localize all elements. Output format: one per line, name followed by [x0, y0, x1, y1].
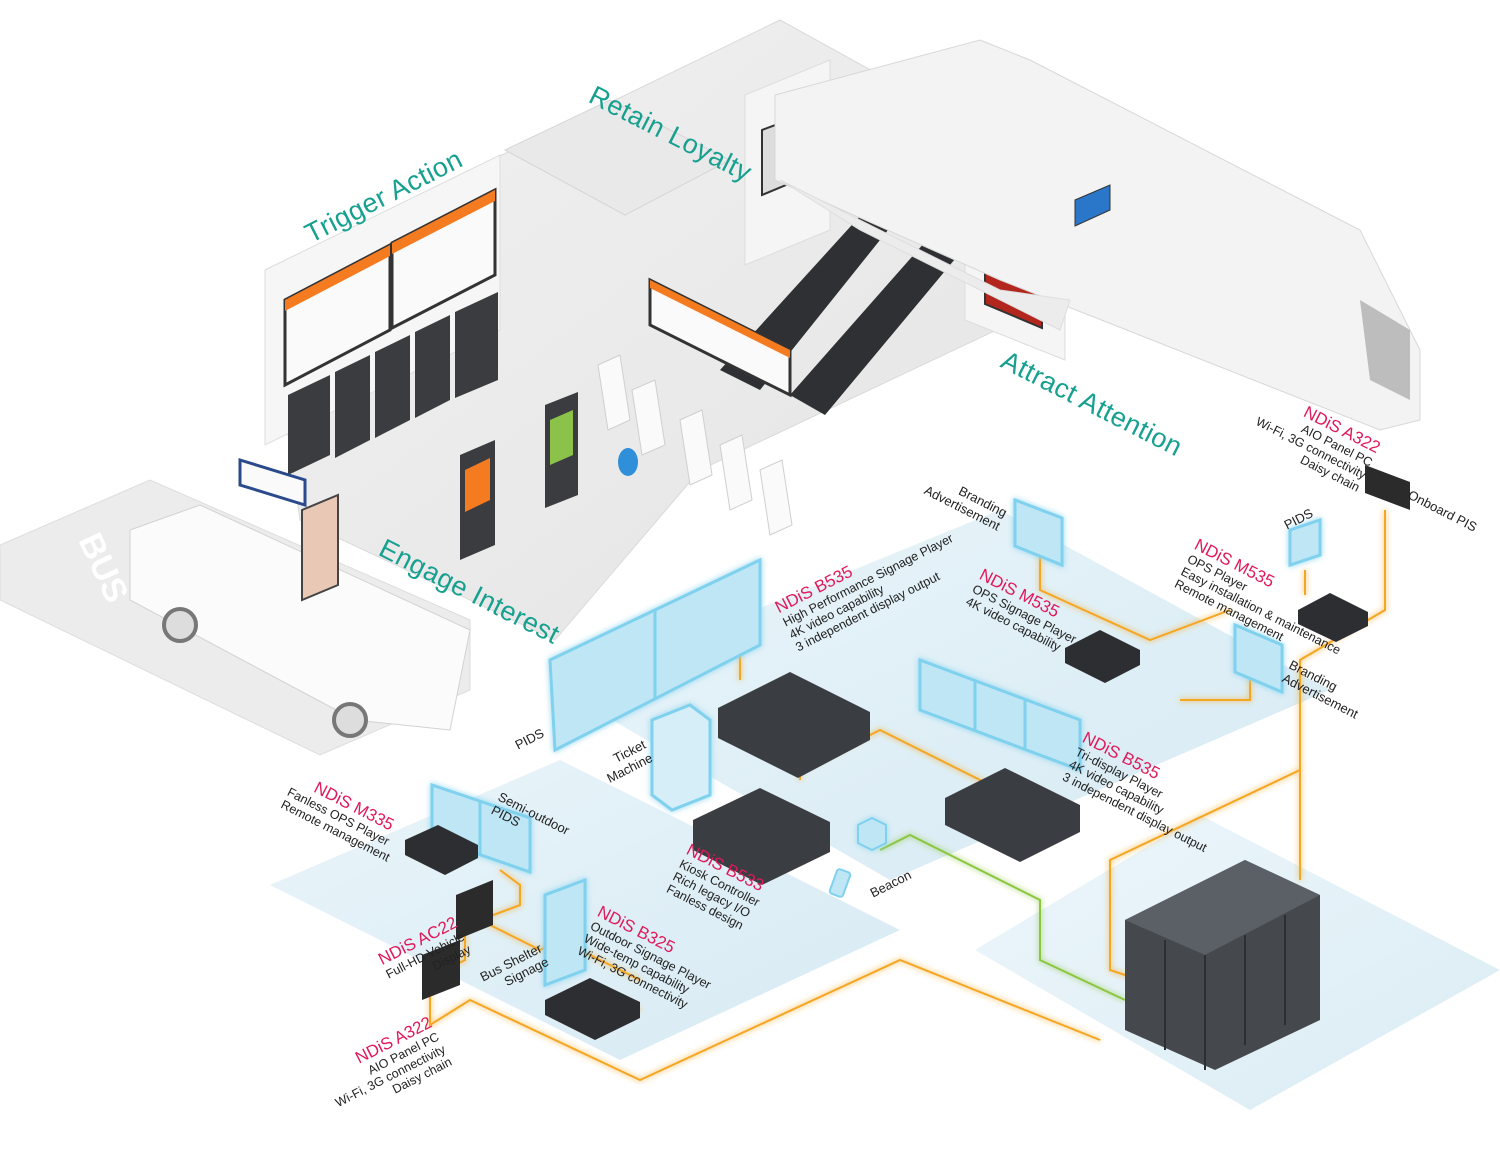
- bus-shelter-board: [238, 457, 307, 508]
- devices: [405, 465, 1410, 1070]
- branding-display-top: [1013, 497, 1064, 568]
- pids-display-right: [1288, 517, 1322, 568]
- device-m535-ops: [1298, 593, 1368, 642]
- beacon-device: [618, 448, 638, 476]
- device-m535-signage: [1065, 630, 1140, 683]
- bus-shelter-ad: [301, 493, 339, 602]
- device-b533: [693, 788, 830, 885]
- ticket-machine-outline: [650, 703, 712, 812]
- station-scene: BUS: [0, 19, 1421, 756]
- lounge-area: [503, 99, 732, 216]
- beacon-line: [879, 833, 1126, 1001]
- device-a322-top: [1365, 465, 1410, 510]
- ticket-machines: [288, 292, 498, 475]
- bus-shelter-display: [543, 877, 587, 988]
- displays: [430, 497, 1322, 988]
- device-b535-hp: [718, 672, 870, 778]
- fare-gates: [597, 354, 793, 536]
- tri-display: [918, 657, 1082, 773]
- device-a322-bottom: [422, 940, 460, 1000]
- branding-display-right: [1233, 622, 1284, 695]
- device-b325: [545, 978, 640, 1040]
- device-m335: [405, 825, 478, 875]
- beacon-icon: [857, 816, 887, 852]
- train: [774, 39, 1421, 431]
- train-platform: [779, 179, 1071, 331]
- train-display: [1074, 184, 1111, 227]
- phone-icon: [828, 868, 852, 898]
- device-b535-tri: [945, 768, 1080, 862]
- device-ac22: [456, 880, 493, 940]
- server-racks: [1125, 860, 1320, 1070]
